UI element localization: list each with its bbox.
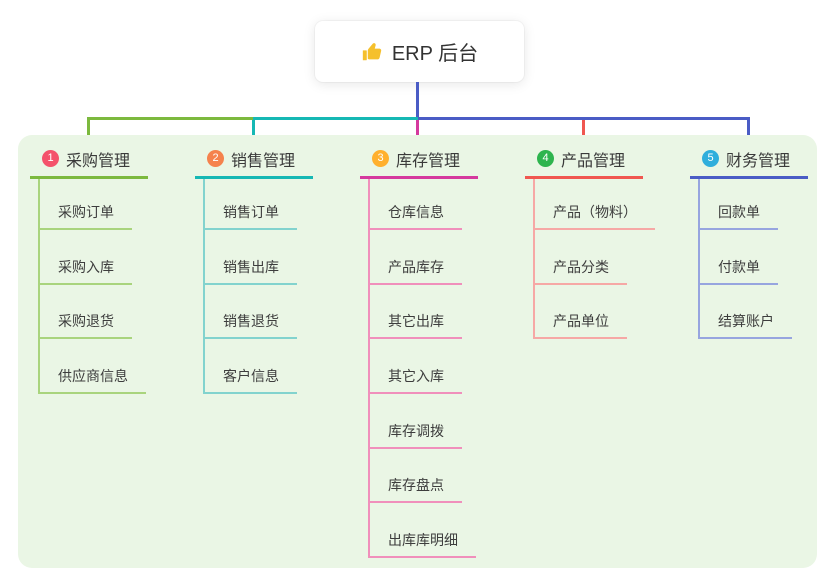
branch-product: 4 产品管理 产品（物料）产品分类产品单位 [525, 147, 655, 340]
child-node[interactable]: 结算账户 [700, 285, 792, 340]
branch-label: 财务管理 [726, 152, 791, 170]
connector-root-stem [416, 82, 419, 120]
child-node[interactable]: 库存调拨 [370, 394, 462, 449]
branch-number-badge: 2 [207, 150, 224, 167]
child-node[interactable]: 销售退货 [205, 285, 297, 340]
branch-number-badge: 1 [42, 150, 59, 167]
child-node[interactable]: 客户信息 [205, 339, 297, 394]
child-node[interactable]: 采购退货 [40, 285, 132, 340]
branch-inventory: 3 库存管理 仓库信息产品库存其它出库其它入库库存调拨库存盘点出库库明细 [360, 147, 478, 558]
connector-bus-right [418, 117, 749, 120]
child-node[interactable]: 其它入库 [370, 339, 462, 394]
branches-panel: 1 采购管理 采购订单采购入库采购退货供应商信息 2 销售管理 销售订单销售出库… [18, 135, 817, 568]
child-node[interactable]: 采购入库 [40, 230, 132, 285]
child-node[interactable]: 产品分类 [535, 230, 627, 285]
child-node[interactable]: 销售订单 [205, 179, 297, 230]
branch-children: 销售订单销售出库销售退货客户信息 [203, 179, 297, 394]
child-node[interactable]: 销售出库 [205, 230, 297, 285]
branch-header-product[interactable]: 4 产品管理 [525, 147, 643, 179]
branch-children: 采购订单采购入库采购退货供应商信息 [38, 179, 146, 394]
child-node[interactable]: 付款单 [700, 230, 778, 285]
child-node[interactable]: 其它出库 [370, 285, 462, 340]
branch-purchase: 1 采购管理 采购订单采购入库采购退货供应商信息 [30, 147, 148, 394]
branch-header-inventory[interactable]: 3 库存管理 [360, 147, 478, 179]
child-node[interactable]: 采购订单 [40, 179, 132, 230]
child-node[interactable]: 供应商信息 [40, 339, 146, 394]
branch-children: 仓库信息产品库存其它出库其它入库库存调拨库存盘点出库库明细 [368, 179, 476, 558]
child-node[interactable]: 回款单 [700, 179, 778, 230]
branch-label: 库存管理 [396, 152, 461, 170]
branch-number-badge: 5 [702, 150, 719, 167]
child-node[interactable]: 库存盘点 [370, 449, 462, 504]
branch-label: 产品管理 [561, 152, 626, 170]
branch-children: 产品（物料）产品分类产品单位 [533, 179, 655, 340]
branch-header-purchase[interactable]: 1 采购管理 [30, 147, 148, 179]
root-node[interactable]: ERP 后台 [315, 21, 524, 82]
child-node[interactable]: 出库库明细 [370, 503, 476, 558]
child-node[interactable]: 产品单位 [535, 285, 627, 340]
child-node[interactable]: 产品库存 [370, 230, 462, 285]
branch-label: 采购管理 [66, 152, 131, 170]
child-node[interactable]: 产品（物料） [535, 179, 655, 230]
child-node[interactable]: 仓库信息 [370, 179, 462, 230]
branch-header-finance[interactable]: 5 财务管理 [690, 147, 808, 179]
branch-number-badge: 4 [537, 150, 554, 167]
branch-finance: 5 财务管理 回款单付款单结算账户 [690, 147, 808, 340]
connector-bus-left [87, 117, 253, 120]
connector-bus-middle [253, 117, 418, 120]
thumbs-up-icon [361, 41, 383, 63]
branch-number-badge: 3 [372, 150, 389, 167]
branch-header-sales[interactable]: 2 销售管理 [195, 147, 313, 179]
branch-sales: 2 销售管理 销售订单销售出库销售退货客户信息 [195, 147, 313, 394]
branch-label: 销售管理 [231, 152, 296, 170]
root-label: ERP 后台 [391, 43, 479, 65]
branch-children: 回款单付款单结算账户 [698, 179, 792, 340]
